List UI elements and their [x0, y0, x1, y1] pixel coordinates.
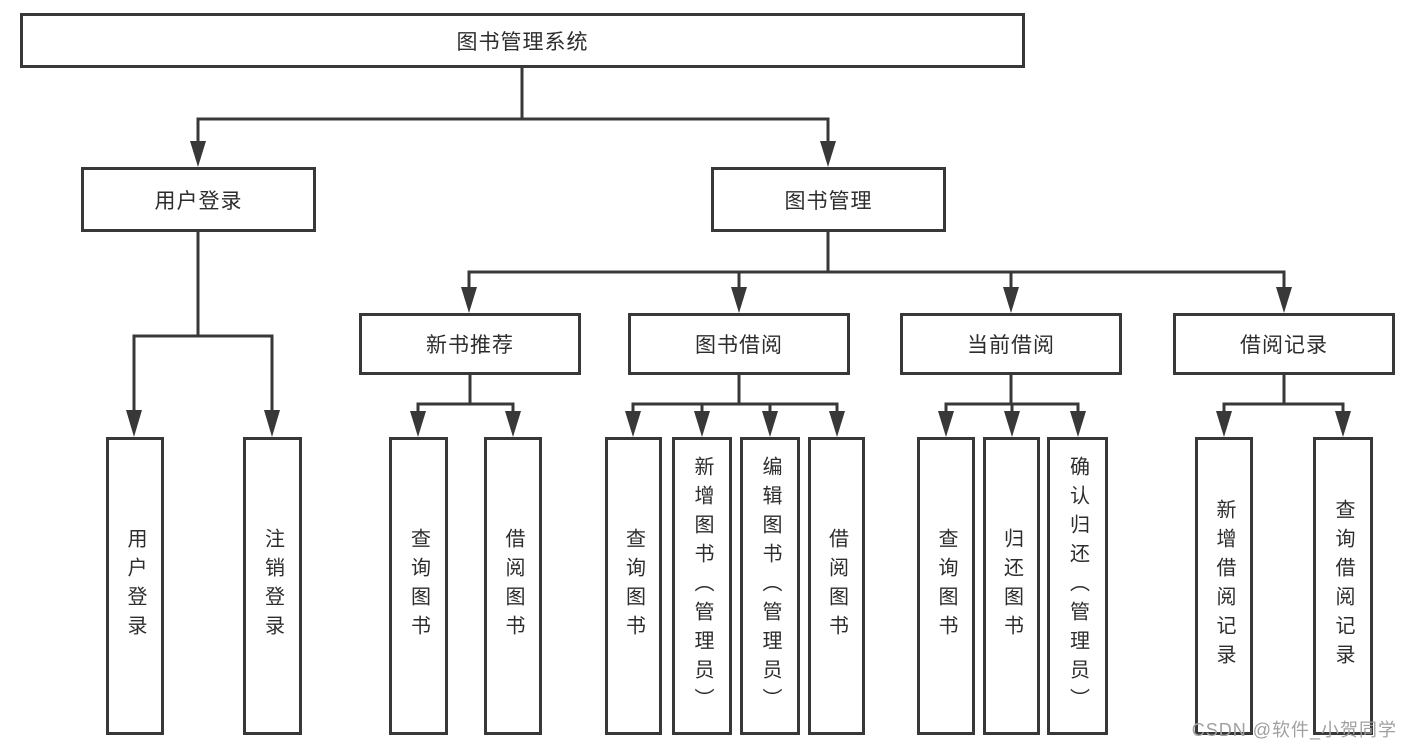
arrow-icon: [410, 411, 426, 437]
arrow-icon: [938, 411, 954, 437]
node-book-management: 图书管理: [711, 167, 946, 232]
node-leaf-edit-book-admin: 编辑图书（管理员）: [740, 437, 800, 735]
arrow-icon: [1276, 287, 1292, 313]
arrow-icon: [190, 141, 206, 167]
connector-root: [196, 66, 830, 149]
node-leaf-user-login: 用户登录: [106, 437, 164, 735]
arrow-icon: [1216, 411, 1232, 437]
arrow-icon: [126, 410, 142, 437]
node-leaf-query-books-3: 查询图书: [917, 437, 975, 735]
node-new-book-recommend: 新书推荐: [359, 313, 581, 375]
node-leaf-add-borrow-record: 新增借阅记录: [1195, 437, 1253, 735]
connector-book-borrow: [631, 373, 839, 419]
node-leaf-query-books-1: 查询图书: [389, 437, 448, 735]
csdn-watermark: CSDN @软件_小贺同学: [1191, 720, 1397, 740]
connector-borrow-records: [1222, 373, 1345, 419]
node-leaf-return-book: 归还图书: [983, 437, 1040, 735]
node-leaf-query-books-2: 查询图书: [605, 437, 662, 735]
arrow-icon: [694, 411, 710, 437]
arrow-icon: [829, 411, 845, 437]
arrow-icon: [1335, 411, 1351, 437]
node-root: 图书管理系统: [20, 13, 1025, 68]
node-leaf-borrow-books-1: 借阅图书: [484, 437, 542, 735]
node-book-borrow: 图书借阅: [628, 313, 850, 375]
arrow-icon: [1003, 287, 1019, 313]
arrow-icon: [264, 410, 280, 437]
arrow-icon: [762, 411, 778, 437]
connector-current-borrow: [944, 373, 1080, 419]
node-leaf-borrow-books-2: 借阅图书: [808, 437, 865, 735]
connector-user-login: [132, 230, 274, 419]
arrow-icon: [625, 411, 641, 437]
arrowheads: [126, 141, 1351, 437]
node-leaf-add-book-admin: 新增图书（管理员）: [672, 437, 732, 735]
node-leaf-query-borrow-record: 查询借阅记录: [1313, 437, 1373, 735]
node-current-borrow: 当前借阅: [900, 313, 1122, 375]
node-borrow-records: 借阅记录: [1173, 313, 1395, 375]
node-leaf-confirm-return-admin: 确认归还（管理员）: [1047, 437, 1108, 735]
arrow-icon: [1070, 411, 1086, 437]
arrow-icon: [505, 411, 521, 437]
connector-book-mgmt: [467, 230, 1286, 295]
node-leaf-logout: 注销登录: [243, 437, 302, 735]
arrow-icon: [731, 287, 747, 313]
arrow-icon: [1004, 411, 1020, 437]
arrow-icon: [461, 287, 477, 313]
node-user-login: 用户登录: [81, 167, 316, 232]
connector-new-book-rec: [416, 373, 515, 419]
arrow-icon: [820, 141, 836, 167]
